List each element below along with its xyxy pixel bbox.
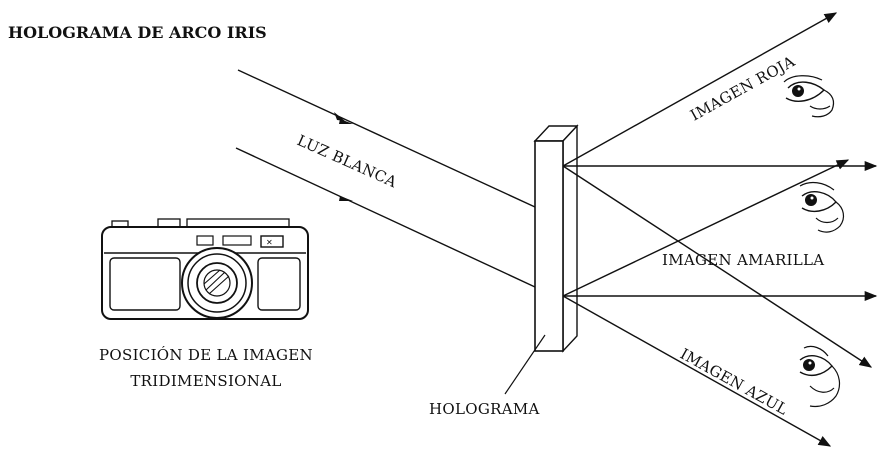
hologram-leader-line	[504, 334, 546, 395]
blue-image-label: IMAGEN AZUL	[677, 345, 791, 419]
red-image-label: IMAGEN ROJA	[687, 52, 798, 124]
diagram-title: HOLOGRAMA DE ARCO IRIS	[8, 23, 267, 42]
eye-icon	[799, 345, 841, 408]
hologram-label: HOLOGRAMA	[429, 400, 540, 418]
lower-diffracted-rays	[562, 159, 878, 447]
white-light-rays	[235, 69, 536, 288]
camera-icon: ✕	[101, 218, 309, 320]
upper-diffracted-rays	[562, 12, 878, 368]
image-position-caption-line2: TRIDIMENSIONAL	[130, 372, 281, 390]
eye-icon	[783, 75, 835, 118]
hologram-plate	[533, 124, 579, 353]
svg-text:✕: ✕	[266, 238, 273, 247]
image-position-caption-line1: POSICIÓN DE LA IMAGEN	[99, 346, 313, 364]
eye-icon	[799, 181, 845, 233]
yellow-image-label: IMAGEN AMARILLA	[662, 251, 824, 269]
